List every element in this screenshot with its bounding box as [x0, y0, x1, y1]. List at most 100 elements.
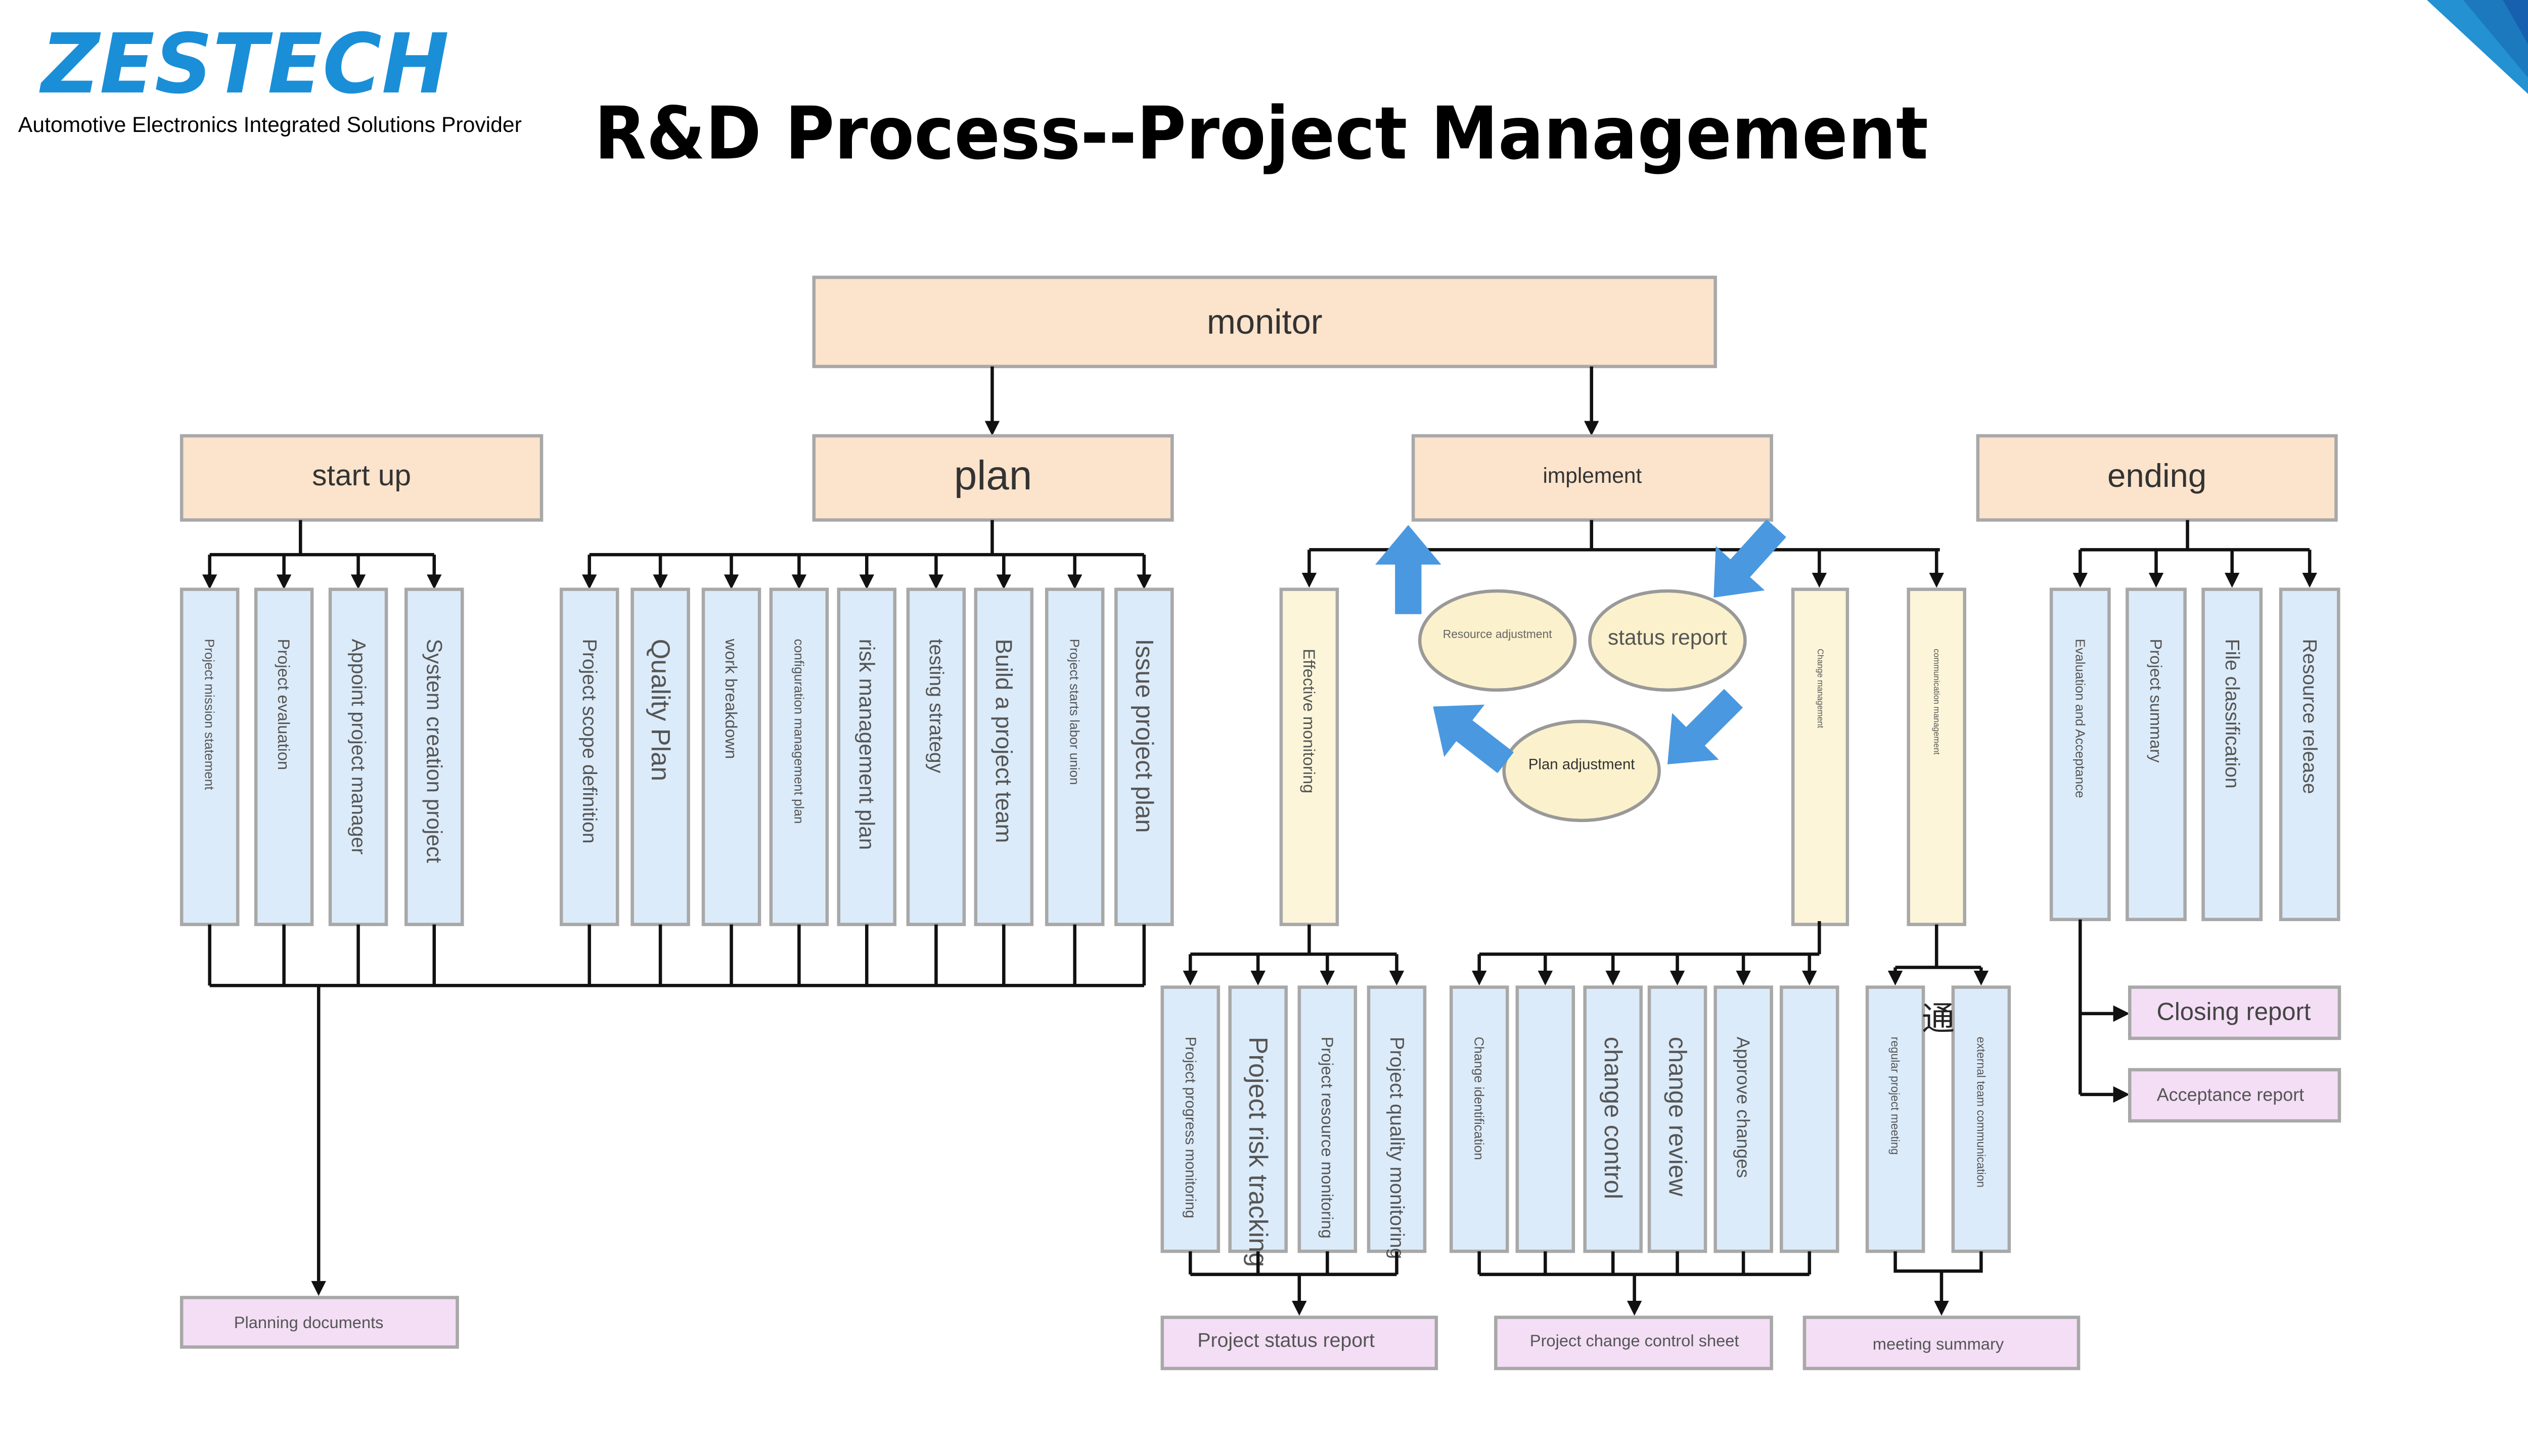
resource-adjustment-node: [1418, 589, 1577, 692]
plan-adjustment-node: [1502, 719, 1661, 823]
arrow-head-icon: [1627, 1301, 1642, 1316]
phase-box-plan: [812, 434, 1174, 522]
change-item-label: change control: [1599, 1037, 1627, 1199]
monitoring-item: [1297, 985, 1358, 1253]
arrow-head-icon: [1584, 421, 1599, 436]
closing-report-label: Closing report: [2157, 998, 2311, 1026]
plan-adjustment-label: Plan adjustment: [1528, 756, 1635, 772]
plan-item-label: work breakdown: [722, 639, 741, 759]
project-status-report-box: [1160, 1315, 1438, 1371]
page-title: R&D Process--Project Management: [595, 91, 1928, 175]
startup-item-label: Project mission statement: [202, 639, 217, 791]
arrow-head-icon: [1887, 971, 1903, 986]
brand-tagline: Automotive Electronics Integrated Soluti…: [18, 113, 522, 136]
arrow-head-icon: [791, 574, 807, 589]
change-item: [1583, 985, 1643, 1253]
arrow-head-icon: [1137, 574, 1152, 589]
arrow-head-icon: [1934, 1301, 1949, 1316]
implement-item-label: Effective monitoring: [1300, 649, 1319, 793]
monitoring-item-label: Project quality monitoring: [1386, 1037, 1408, 1259]
plan-item-label: Project scope definition: [578, 639, 600, 844]
cycle-arrow-icon: [1375, 525, 1441, 614]
phase-label-ending: ending: [2107, 457, 2206, 494]
startup-item: [328, 587, 388, 926]
change-control-sheet-box: [1494, 1315, 1773, 1371]
arrow-head-icon: [859, 574, 874, 589]
communication-item: [1951, 985, 2011, 1253]
ending-item: [2279, 587, 2340, 922]
monitoring-item-label: Project resource monitoring: [1318, 1037, 1337, 1239]
implement-item-label: communication management: [1932, 649, 1941, 755]
phase-label-implement: implement: [1543, 464, 1642, 487]
corner-decoration: [2427, 0, 2528, 94]
arrow-head-icon: [2302, 573, 2317, 588]
arrow-head-icon: [1292, 1301, 1307, 1316]
monitoring-item: [1160, 985, 1221, 1253]
meeting-summary-label: meeting summary: [1873, 1334, 2004, 1353]
change-item: [1449, 985, 1509, 1253]
change-item: [1647, 985, 1707, 1253]
arrow-head-icon: [427, 574, 442, 589]
resource-adjustment-label: Resource adjustment: [1443, 627, 1553, 641]
phase-label-plan: plan: [954, 452, 1032, 498]
arrow-head-icon: [996, 574, 1011, 589]
monitoring-item: [1367, 985, 1427, 1253]
arrow-head-icon: [1320, 971, 1335, 986]
phase-box-startup: [179, 434, 544, 522]
change-control-sheet-label: Project change control sheet: [1530, 1331, 1739, 1350]
plan-item-label: Issue project plan: [1131, 639, 1158, 833]
change-item: [1780, 985, 1839, 1253]
arrow-head-icon: [1183, 971, 1198, 986]
plan-item: [1045, 587, 1105, 926]
arrow-head-icon: [2113, 1005, 2130, 1022]
cycle-arrow-icon: [1667, 689, 1743, 764]
change-item-label: Change identification: [1472, 1037, 1487, 1160]
arrow-head-icon: [984, 421, 1000, 436]
arrow-head-icon: [1812, 573, 1827, 588]
monitoring-item-label: Project risk tracking: [1243, 1037, 1273, 1267]
status-report-node: [1588, 589, 1747, 692]
implement-item-label: Change management: [1816, 649, 1825, 728]
startup-item: [254, 587, 314, 926]
acceptance-report-box: [2128, 1068, 2341, 1123]
phase-label-startup: start up: [312, 459, 411, 492]
monitoring-item-label: Project progress monitoring: [1182, 1037, 1199, 1218]
closing-report-box: [2128, 985, 2341, 1040]
change-item: [1515, 985, 1575, 1253]
meeting-summary-box: [1802, 1315, 2081, 1371]
ending-item: [2049, 587, 2111, 922]
ending-item-label: Evaluation and Acceptance: [2072, 639, 2088, 798]
monitoring-item: [1228, 985, 1288, 1253]
status-report-label: status report: [1608, 625, 1727, 649]
change-item-label: change review: [1664, 1037, 1691, 1197]
plan-item: [769, 587, 829, 926]
arrow-head-icon: [1301, 573, 1317, 588]
arrow-head-icon: [2113, 1086, 2130, 1103]
arrow-head-icon: [1067, 574, 1082, 589]
plan-item-label: Build a project team: [991, 639, 1017, 843]
arrow-head-icon: [928, 574, 944, 589]
acceptance-report-label: Acceptance report: [2157, 1084, 2304, 1105]
plan-item: [906, 587, 966, 926]
arrow-head-icon: [653, 574, 668, 589]
ending-item: [2201, 587, 2263, 922]
implement-item-communication_management: [1907, 587, 1966, 926]
arrow-head-icon: [276, 574, 292, 589]
arrow-head-icon: [2072, 573, 2088, 588]
ending-item-label: File classification: [2221, 639, 2243, 789]
arrow-head-icon: [582, 574, 597, 589]
startup-item-label: System creation project: [422, 639, 446, 863]
arrow-head-icon: [1250, 971, 1266, 986]
arrow-head-icon: [2225, 573, 2240, 588]
arrow-head-icon: [1605, 971, 1620, 986]
ending-item: [2126, 587, 2187, 922]
change-item-label: Approve changes: [1733, 1037, 1754, 1178]
arrow-head-icon: [350, 574, 366, 589]
communication-item-label: regular project meeting: [1889, 1037, 1902, 1155]
startup-item: [404, 587, 464, 926]
arrow-head-icon: [724, 574, 739, 589]
arrow-head-icon: [311, 1281, 326, 1296]
cycle-arrow-icon: [1713, 519, 1786, 598]
plan-item-label: configuration management plan: [791, 639, 806, 824]
